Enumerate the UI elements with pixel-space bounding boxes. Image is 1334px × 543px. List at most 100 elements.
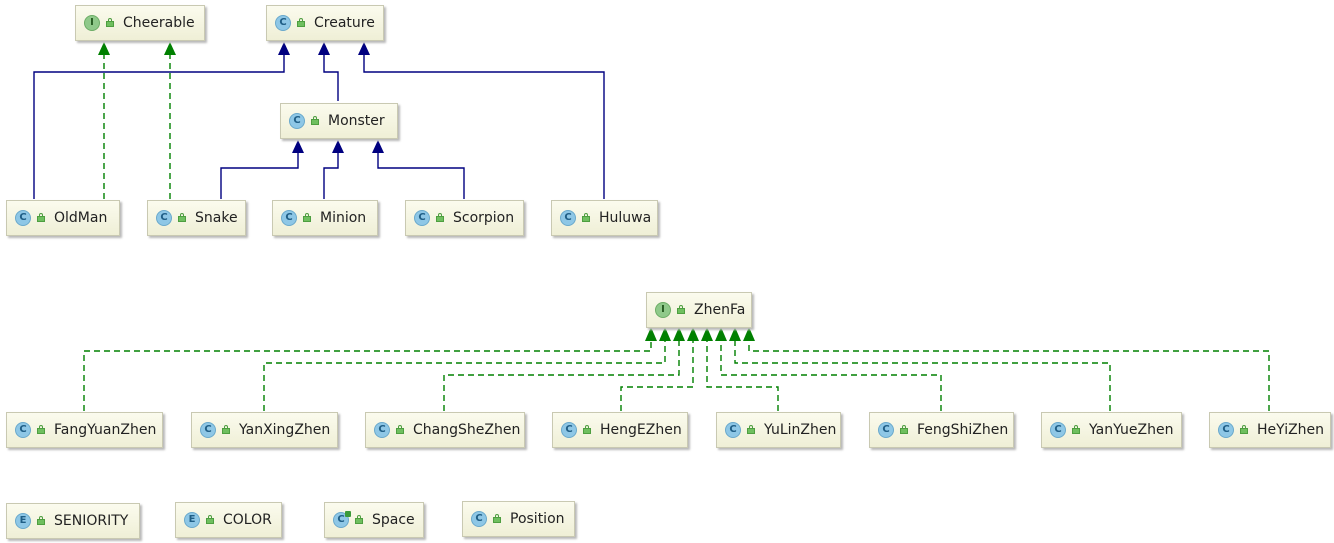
node-seniority[interactable]: E SENIORITY xyxy=(6,503,140,539)
public-access-icon xyxy=(581,213,591,223)
interface-icon: I xyxy=(84,15,100,31)
node-fangyuanzhen[interactable]: C FangYuanZhen xyxy=(6,412,163,448)
node-zhenfa[interactable]: I ZhenFa xyxy=(646,292,752,328)
node-label: FangYuanZhen xyxy=(54,422,157,438)
node-yulinzhen[interactable]: C YuLinZhen xyxy=(716,412,841,448)
class-icon: C xyxy=(15,210,31,226)
class-icon: C xyxy=(333,511,351,528)
arrowhead xyxy=(164,42,176,55)
node-label: Space xyxy=(372,512,415,528)
arrowhead xyxy=(372,140,384,153)
arrowhead xyxy=(645,327,657,341)
edge-yanxingzhen-zhenfa xyxy=(263,340,666,411)
edge-minion-monster xyxy=(323,152,339,199)
class-icon: C xyxy=(275,15,291,31)
public-access-icon xyxy=(395,425,405,435)
node-label: YanYueZhen xyxy=(1089,422,1174,438)
public-access-icon xyxy=(1071,425,1081,435)
node-label: Monster xyxy=(328,113,385,129)
node-label: Position xyxy=(510,511,565,527)
public-access-icon xyxy=(310,116,320,126)
node-changshezhen[interactable]: C ChangSheZhen xyxy=(365,412,525,448)
public-access-icon xyxy=(36,213,46,223)
node-label: Scorpion xyxy=(453,210,515,226)
edge-oldman-creature xyxy=(33,54,285,199)
node-label: HengEZhen xyxy=(600,422,682,438)
node-huluwa[interactable]: C Huluwa xyxy=(551,200,658,236)
class-icon: C xyxy=(561,422,577,438)
implements-edges xyxy=(83,54,1270,411)
node-scorpion[interactable]: C Scorpion xyxy=(405,200,524,236)
node-label: Snake xyxy=(195,210,238,226)
node-label: Huluwa xyxy=(599,210,652,226)
enum-icon: E xyxy=(15,513,31,529)
public-access-icon xyxy=(105,18,115,28)
class-icon: C xyxy=(200,422,216,438)
implements-arrowheads xyxy=(98,42,755,341)
node-label: Minion xyxy=(320,210,367,226)
arrowhead xyxy=(292,140,304,153)
class-icon: C xyxy=(1050,422,1066,438)
node-label: COLOR xyxy=(223,512,272,528)
node-position[interactable]: C Position xyxy=(462,501,575,537)
arrowhead xyxy=(278,42,290,55)
class-icon: C xyxy=(725,422,741,438)
public-access-icon xyxy=(582,425,592,435)
class-icon: C xyxy=(156,210,172,226)
node-label: ChangSheZhen xyxy=(413,422,521,438)
node-snake[interactable]: C Snake xyxy=(147,200,246,236)
edge-yulinzhen-zhenfa xyxy=(706,340,779,411)
edge-huluwa-creature xyxy=(363,54,605,199)
public-access-icon xyxy=(36,425,46,435)
public-access-icon xyxy=(746,425,756,435)
node-creature[interactable]: C Creature xyxy=(266,5,384,41)
edge-fangyuanzhen-zhenfa xyxy=(83,340,652,411)
public-access-icon xyxy=(205,515,215,525)
arrowhead xyxy=(743,327,755,341)
node-hengezhen[interactable]: C HengEZhen xyxy=(552,412,688,448)
public-access-icon xyxy=(177,213,187,223)
arrowhead xyxy=(729,327,741,341)
node-color[interactable]: E COLOR xyxy=(175,502,282,538)
node-label: Cheerable xyxy=(123,15,195,31)
edge-snake-monster xyxy=(220,152,299,199)
arrowhead xyxy=(687,327,699,341)
edge-monster-creature xyxy=(323,54,339,101)
node-label: FengShiZhen xyxy=(917,422,1009,438)
public-access-icon xyxy=(1239,425,1249,435)
node-label: ZhenFa xyxy=(694,302,746,318)
arrowhead xyxy=(715,327,727,341)
node-label: SENIORITY xyxy=(54,513,129,529)
node-heyizhen[interactable]: C HeYiZhen xyxy=(1209,412,1331,448)
class-icon: C xyxy=(1218,422,1234,438)
node-monster[interactable]: C Monster xyxy=(280,103,398,139)
public-access-icon xyxy=(296,18,306,28)
edge-hengezhen-zhenfa xyxy=(620,340,694,411)
arrowhead xyxy=(659,327,671,341)
public-access-icon xyxy=(435,213,445,223)
arrowhead xyxy=(318,42,330,55)
public-access-icon xyxy=(36,516,46,526)
arrowhead xyxy=(98,42,110,55)
class-icon: C xyxy=(374,422,390,438)
class-icon: C xyxy=(289,113,305,129)
arrowhead xyxy=(358,42,370,55)
class-icon: C xyxy=(414,210,430,226)
node-minion[interactable]: C Minion xyxy=(272,200,378,236)
node-yanxingzhen[interactable]: C YanXingZhen xyxy=(191,412,338,448)
node-yanyuezhen[interactable]: C YanYueZhen xyxy=(1041,412,1182,448)
arrowhead xyxy=(701,327,713,341)
node-oldman[interactable]: C OldMan xyxy=(6,200,120,236)
extends-edges xyxy=(33,54,605,199)
node-cheerable[interactable]: I Cheerable xyxy=(75,5,205,41)
edge-scorpion-monster xyxy=(377,152,465,199)
edge-yanyuezhen-zhenfa xyxy=(734,340,1111,411)
enum-icon: E xyxy=(184,512,200,528)
class-icon: C xyxy=(471,511,487,527)
interface-icon: I xyxy=(655,302,671,318)
public-access-icon xyxy=(354,515,364,525)
node-fengshizhen[interactable]: C FengShiZhen xyxy=(869,412,1014,448)
public-access-icon xyxy=(302,213,312,223)
node-space[interactable]: C Space xyxy=(324,502,424,538)
